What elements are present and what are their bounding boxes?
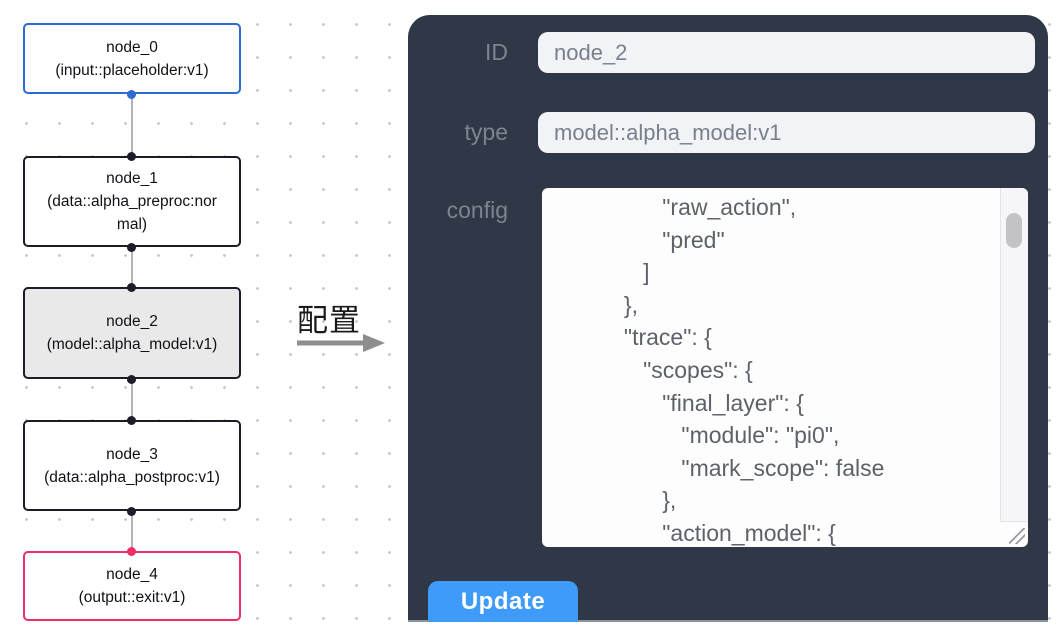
node-title: node_2	[106, 313, 158, 330]
port-node_1-input[interactable]	[127, 151, 136, 161]
node-title: node_0	[106, 38, 158, 56]
node-title: node_3	[106, 445, 158, 463]
edge-node_3-node_4	[131, 511, 133, 551]
port-node_0-output[interactable]	[127, 89, 136, 99]
flow-node-node_0[interactable]: node_0 (input::placeholder:v1)	[23, 23, 241, 94]
node-title: node_1	[106, 170, 158, 187]
port-node_2-output[interactable]	[127, 374, 136, 384]
node-config-panel: ID type config "raw_action", "pred" ] },…	[408, 15, 1048, 622]
port-node_4-input[interactable]	[127, 546, 136, 556]
node-subtitle: (data::alpha_preproc:normal)	[47, 193, 217, 233]
config-textarea-container: "raw_action", "pred" ] }, "trace": { "sc…	[542, 188, 1028, 547]
port-node_3-output[interactable]	[127, 506, 136, 516]
port-node_2-input[interactable]	[127, 282, 136, 292]
update-button[interactable]: Update	[428, 581, 578, 622]
node-subtitle: (output::exit:v1)	[78, 589, 186, 606]
edge-node_2-node_3	[131, 379, 133, 420]
id-field-label: ID	[485, 39, 508, 65]
node-subtitle: (model::alpha_model:v1)	[46, 336, 218, 353]
port-node_1-output[interactable]	[127, 242, 136, 252]
resize-grip-icon[interactable]	[1009, 528, 1025, 544]
node-subtitle: (input::placeholder:v1)	[55, 61, 209, 79]
type-input[interactable]	[538, 112, 1035, 153]
type-field-label: type	[464, 119, 508, 145]
port-node_3-input[interactable]	[127, 415, 136, 425]
flow-node-node_2[interactable]: node_2 (model::alpha_model:v1)	[23, 287, 241, 379]
arrow-right-icon	[295, 331, 387, 360]
node-title: node_4	[106, 566, 158, 583]
config-scrollbar-track[interactable]	[1000, 188, 1028, 522]
config-textarea[interactable]: "raw_action", "pred" ] }, "trace": { "sc…	[623, 194, 885, 546]
node-subtitle: (data::alpha_postproc:v1)	[44, 468, 220, 486]
edge-node_0-node_1	[131, 94, 133, 156]
id-input[interactable]	[538, 32, 1035, 73]
config-scrollbar-thumb[interactable]	[1006, 213, 1022, 248]
flow-node-node_1[interactable]: node_1 (data::alpha_preproc:normal)	[23, 156, 241, 247]
config-field-label: config	[446, 197, 508, 223]
config-annotation-label: 配置	[297, 303, 361, 338]
edge-node_1-node_2	[131, 247, 133, 287]
flow-node-node_3[interactable]: node_3 (data::alpha_postproc:v1)	[23, 420, 241, 511]
flow-node-node_4[interactable]: node_4 (output::exit:v1)	[23, 551, 241, 621]
